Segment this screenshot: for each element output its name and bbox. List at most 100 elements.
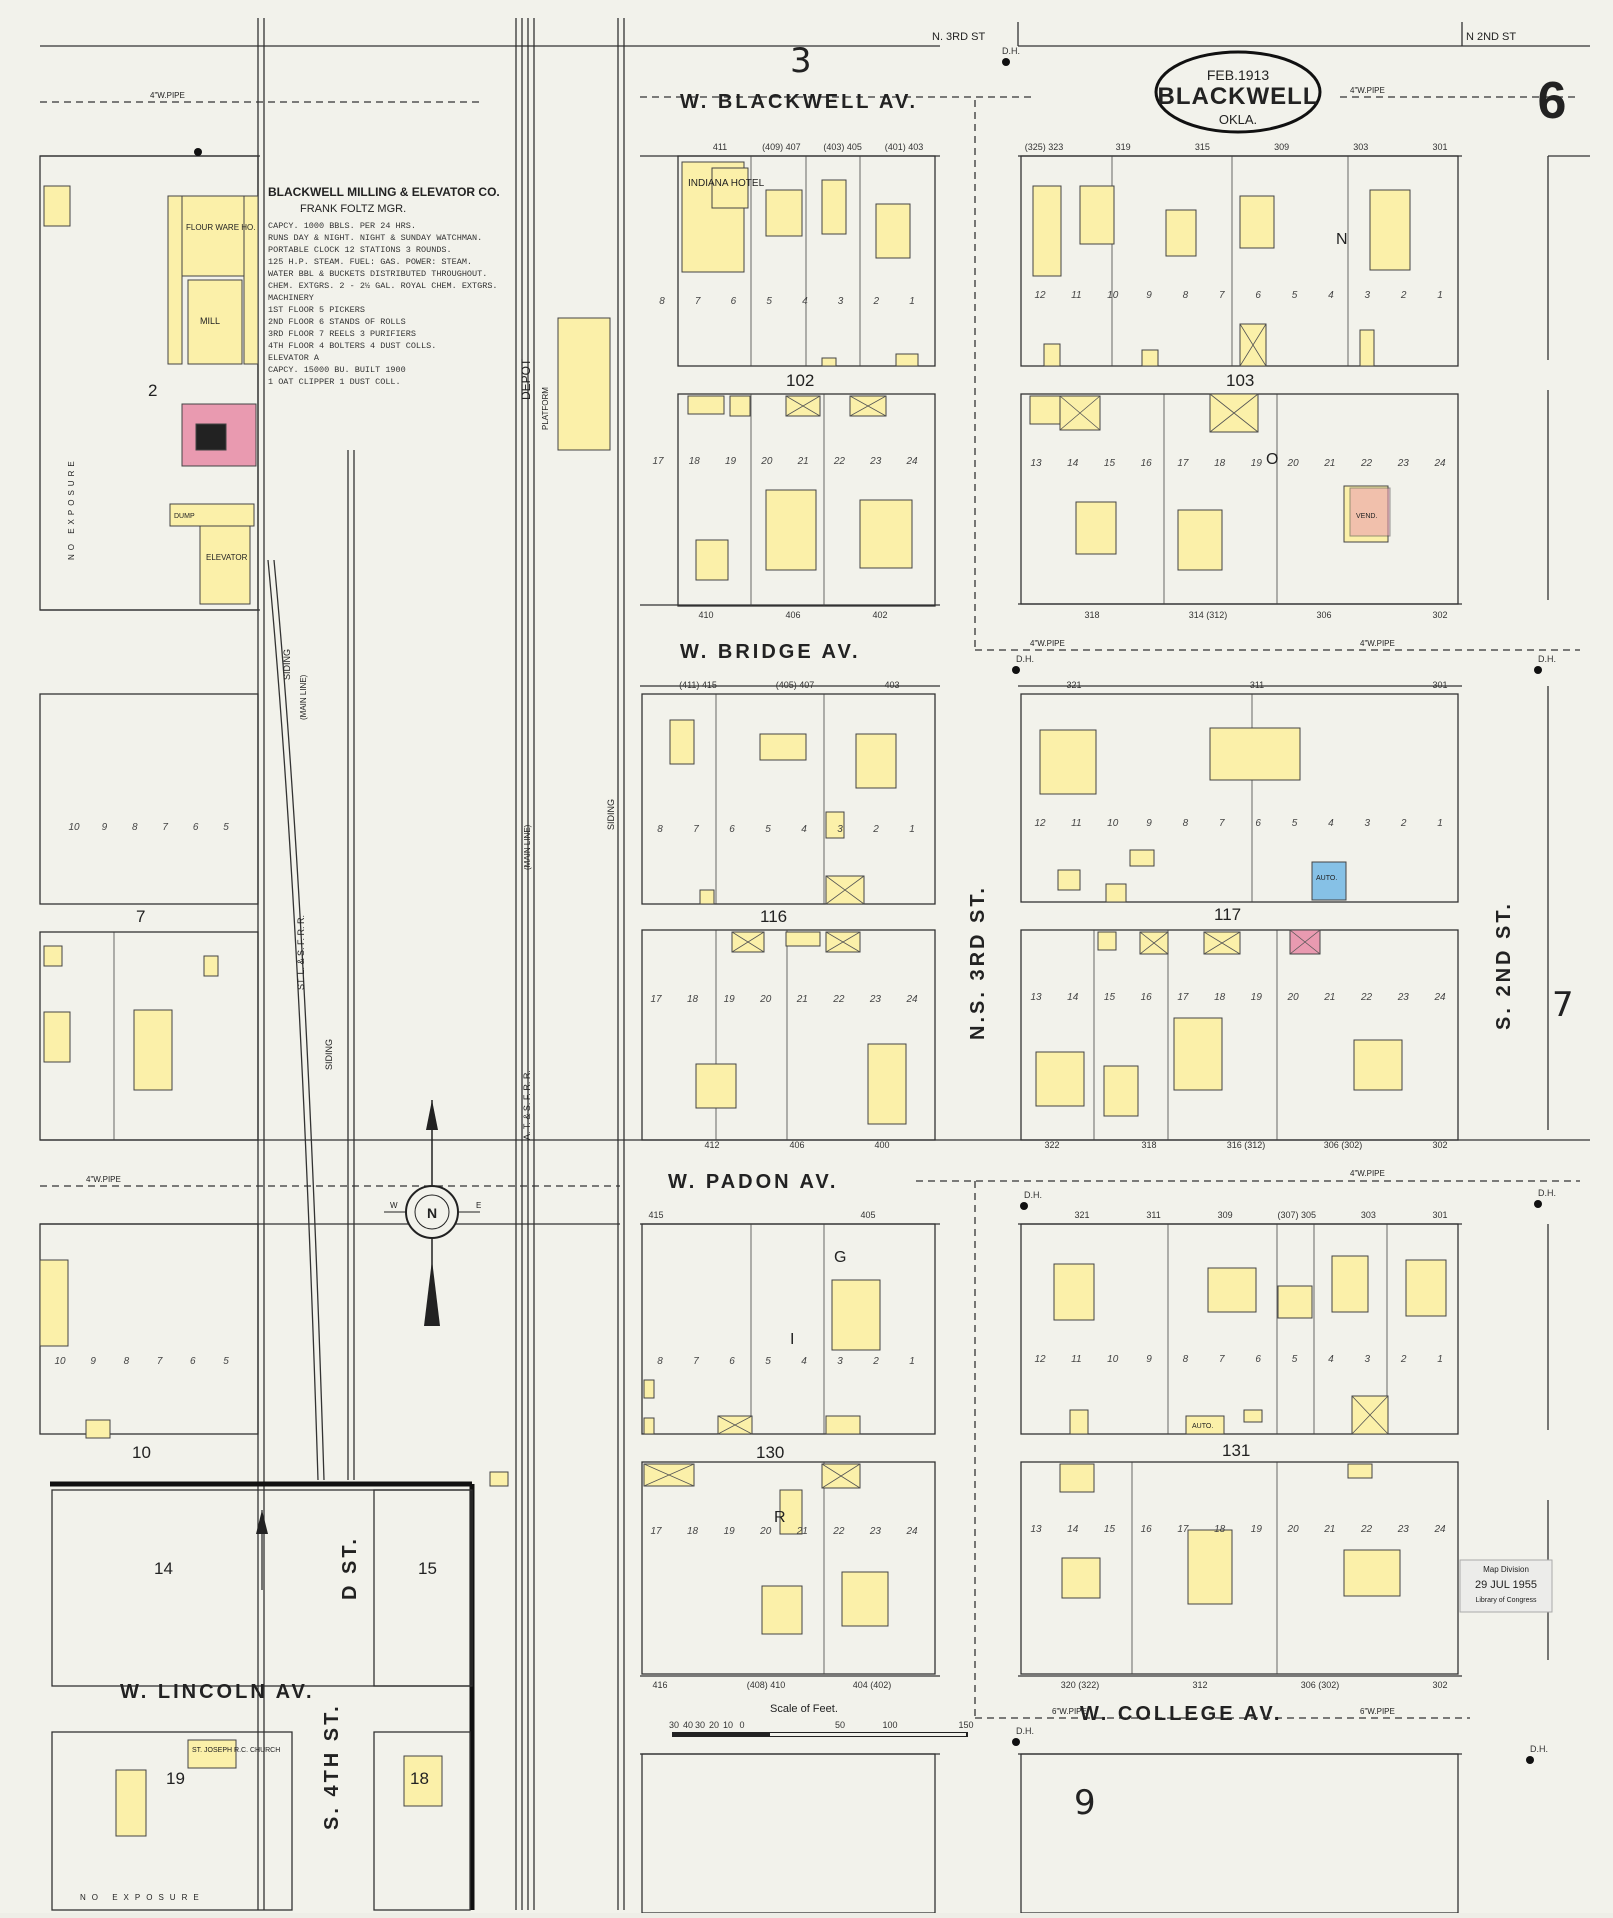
block-19: 19: [166, 1769, 185, 1788]
stamp-line-2: 29 JUL 1955: [1475, 1579, 1537, 1591]
pipe-label-2: 4"W.PIPE: [1350, 86, 1385, 95]
lot-number: 4: [1328, 290, 1334, 301]
address-number: 303: [1361, 1210, 1376, 1220]
mill-note-line: CAPCY. 1000 BBLS. PER 24 HRS.: [268, 221, 416, 231]
lot-number: 5: [765, 824, 771, 835]
address-number: 319: [1116, 142, 1131, 152]
lot-number: 5: [223, 822, 229, 833]
mill-note-line: CHEM. EXTGRS. 2 - 2½ GAL. ROYAL CHEM. EX…: [268, 281, 498, 291]
lot-number: 10: [54, 1356, 66, 1367]
lot-number: 12: [1034, 818, 1046, 829]
lot-number: 6: [731, 296, 737, 307]
block-2: 2: [148, 381, 157, 400]
lot-number: 13: [1030, 458, 1042, 469]
address-number: 306: [1316, 610, 1331, 620]
lot-number: 17: [1177, 458, 1189, 469]
lot-number: 17: [652, 456, 664, 467]
mill-note-line: 3RD FLOOR 7 REELS 3 PURIFIERS: [268, 329, 416, 339]
lot-number: 18: [1214, 1524, 1226, 1535]
address-number: 306 (302): [1324, 1140, 1363, 1150]
address-number: 321: [1074, 1210, 1089, 1220]
mill-note-line: 2ND FLOOR 6 STANDS OF ROLLS: [268, 317, 406, 327]
address-number: (403) 405: [823, 142, 862, 152]
lot-number: 20: [759, 1526, 772, 1537]
lot-number: 8: [657, 824, 663, 835]
lot-number: 24: [1433, 458, 1446, 469]
lot-number: 6: [1255, 290, 1261, 301]
siding-label-east: SIDING: [606, 799, 616, 830]
main-line-label-west: (MAIN LINE): [299, 674, 308, 720]
lot-number: 2: [872, 1356, 879, 1367]
lot-number: 11: [1071, 1354, 1081, 1365]
lot-number: 10: [1107, 290, 1119, 301]
address-number: 318: [1084, 610, 1099, 620]
lot-number: 7: [695, 296, 701, 307]
auto-garage-label: AUTO.: [1192, 1423, 1213, 1430]
lot-number: 11: [1071, 290, 1081, 301]
pipe-label-5: 4"W.PIPE: [86, 1175, 121, 1184]
lot-number: 8: [1183, 1354, 1189, 1365]
lot-number: 4: [1328, 1354, 1334, 1365]
lot-number: 24: [1433, 1524, 1446, 1535]
lot-number: 15: [1104, 458, 1116, 469]
lot-number: 20: [1287, 992, 1300, 1003]
block-15: 15: [418, 1559, 437, 1578]
elevator-building: [199, 525, 251, 605]
hydrant-label-5: D.H.: [1538, 1188, 1556, 1198]
lot-number: 5: [1292, 290, 1298, 301]
address-number: 318: [1141, 1140, 1156, 1150]
adjacent-sheet-south: 9: [1074, 1783, 1096, 1823]
lot-number: 20: [1287, 1524, 1300, 1535]
lot-number: 8: [657, 1356, 663, 1367]
north-arrow-icon: [426, 1100, 438, 1130]
address-number: 405: [860, 1210, 875, 1220]
lot-number: 22: [832, 1526, 845, 1537]
sheet-number: 6: [1538, 72, 1567, 130]
address-number: 411: [713, 142, 727, 152]
vend-label: VEND.: [1356, 513, 1377, 520]
flour-warehouse-label: FLOUR WARE HO.: [186, 223, 255, 232]
pipe-label-8: 6"W.PIPE: [1360, 1707, 1395, 1716]
lot-number: 7: [162, 822, 168, 833]
hydrant-label-1: D.H.: [1002, 46, 1020, 56]
railroad-label-atsf: A. T. & S. F. R. R.: [522, 1070, 532, 1140]
mill-note-line: PORTABLE CLOCK 12 STATIONS 3 ROUNDS.: [268, 245, 452, 255]
subdivision-letter-g: G: [834, 1249, 846, 1266]
lot-number: 22: [1360, 992, 1373, 1003]
address-number: (405) 407: [776, 680, 815, 690]
lot-number: 3: [837, 1356, 843, 1367]
no-exposure-south: NO EXPOSURE: [80, 1893, 205, 1902]
platform-label: PLATFORM: [541, 387, 550, 430]
lot-number: 9: [1146, 1354, 1152, 1365]
lot-number: 8: [659, 296, 665, 307]
block-14: 14: [154, 1559, 173, 1578]
lot-number: 5: [766, 296, 772, 307]
lot-number: 7: [1219, 1354, 1225, 1365]
address-number: 416: [652, 1680, 667, 1690]
address-number: 415: [648, 1210, 663, 1220]
lot-number: 18: [689, 456, 701, 467]
street-w-college-av: W. COLLEGE AV.: [1080, 1703, 1282, 1725]
lot-number: 4: [801, 824, 807, 835]
lot-number: 12: [1034, 1354, 1046, 1365]
lot-number: 18: [687, 1526, 699, 1537]
lot-number: 6: [729, 1356, 735, 1367]
lot-number: 2: [872, 824, 879, 835]
scale-tick-label: 30: [669, 1720, 679, 1730]
lot-number: 10: [68, 822, 80, 833]
scale-label: Scale of Feet.: [770, 1703, 838, 1715]
water-pipes: [40, 96, 1580, 1719]
compass-w: W: [390, 1201, 398, 1210]
mill-note-line: 4TH FLOOR 4 BOLTERS 4 DUST COLLS.: [268, 341, 436, 351]
lot-number: 24: [1433, 992, 1446, 1003]
address-number: 314 (312): [1189, 610, 1228, 620]
stamp-line-3: Library of Congress: [1475, 1597, 1537, 1604]
street-n-2nd-st: N 2ND ST: [1466, 31, 1516, 43]
address-number: 311: [1146, 1210, 1160, 1220]
lot-number: 19: [1251, 458, 1263, 469]
lot-number: 2: [1400, 290, 1407, 301]
scale-tick-label: 100: [882, 1720, 897, 1730]
lot-number: 8: [1183, 818, 1189, 829]
lot-number: 24: [905, 1526, 918, 1537]
